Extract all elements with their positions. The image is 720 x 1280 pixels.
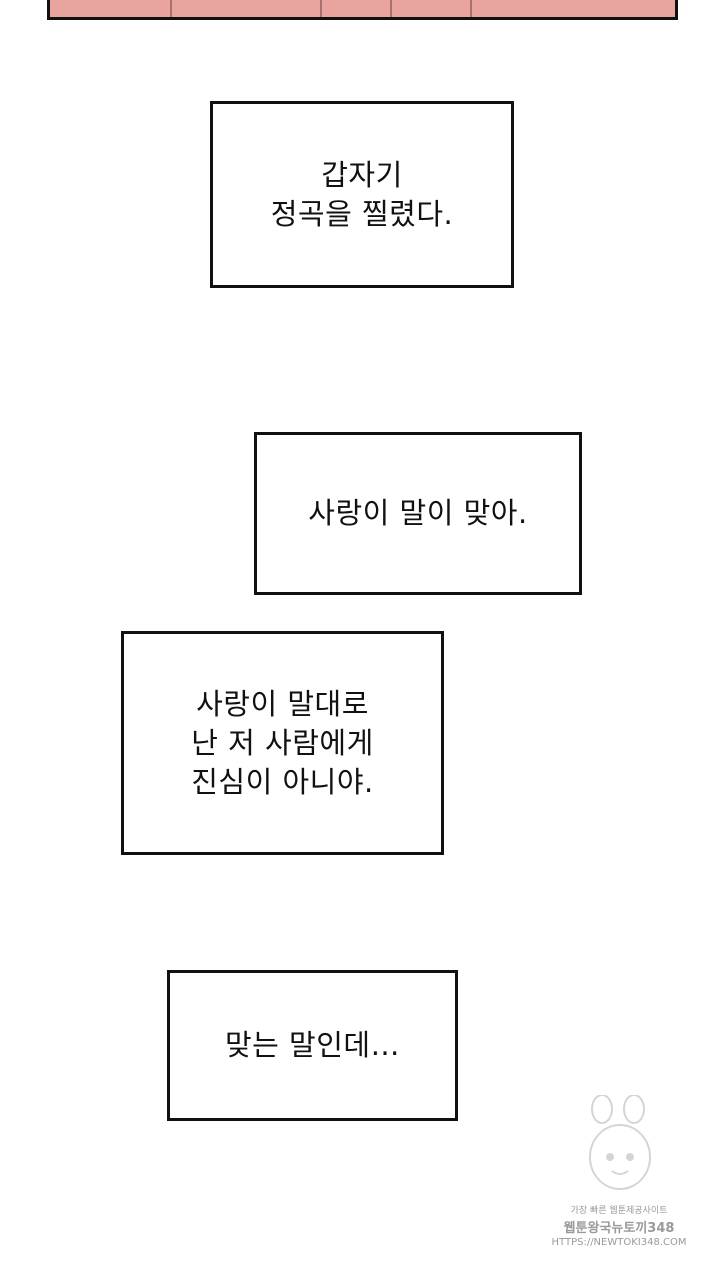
narration-text: 갑자기 정곡을 찔렸다. [271, 156, 454, 234]
narration-box: 갑자기 정곡을 찔렸다. [210, 101, 514, 288]
narration-text: 사랑이 말이 맞아. [308, 494, 527, 533]
mascot-watermark-icon [589, 1095, 651, 1190]
narration-line: 난 저 사람에게 [191, 725, 374, 760]
previous-panel-edge [47, 0, 678, 20]
narration-box: 사랑이 말대로 난 저 사람에게 진심이 아니야. [121, 631, 444, 855]
narration-box: 맞는 말인데… [167, 970, 458, 1121]
panel-art-stroke [470, 0, 472, 17]
watermark-site-name: 웹툰왕국뉴토끼348 [563, 1221, 675, 1236]
panel-art-stroke [320, 0, 322, 17]
narration-line: 사랑이 말대로 [196, 686, 369, 721]
panel-art-stroke [170, 0, 172, 17]
narration-line: 정곡을 찔렸다. [270, 196, 454, 231]
narration-line: 진심이 아니야. [191, 764, 374, 799]
narration-text: 사랑이 말대로 난 저 사람에게 진심이 아니야. [191, 685, 374, 802]
narration-box: 사랑이 말이 맞아. [254, 432, 582, 595]
watermark-tagline: 가장 빠른 웹툰제공사이트 [570, 1206, 668, 1216]
panel-art-stroke [390, 0, 392, 17]
narration-text: 맞는 말인데… [225, 1026, 400, 1065]
site-watermark: 가장 빠른 웹툰제공사이트 웹툰왕국뉴토끼348 HTTPS://NEWTOKI… [548, 1095, 690, 1265]
narration-line: 사랑이 말이 맞아. [308, 496, 528, 530]
narration-line: 맞는 말인데… [224, 1028, 401, 1062]
narration-line: 갑자기 [321, 157, 403, 192]
watermark-url: HTTPS://NEWTOKI348.COM [551, 1237, 687, 1248]
